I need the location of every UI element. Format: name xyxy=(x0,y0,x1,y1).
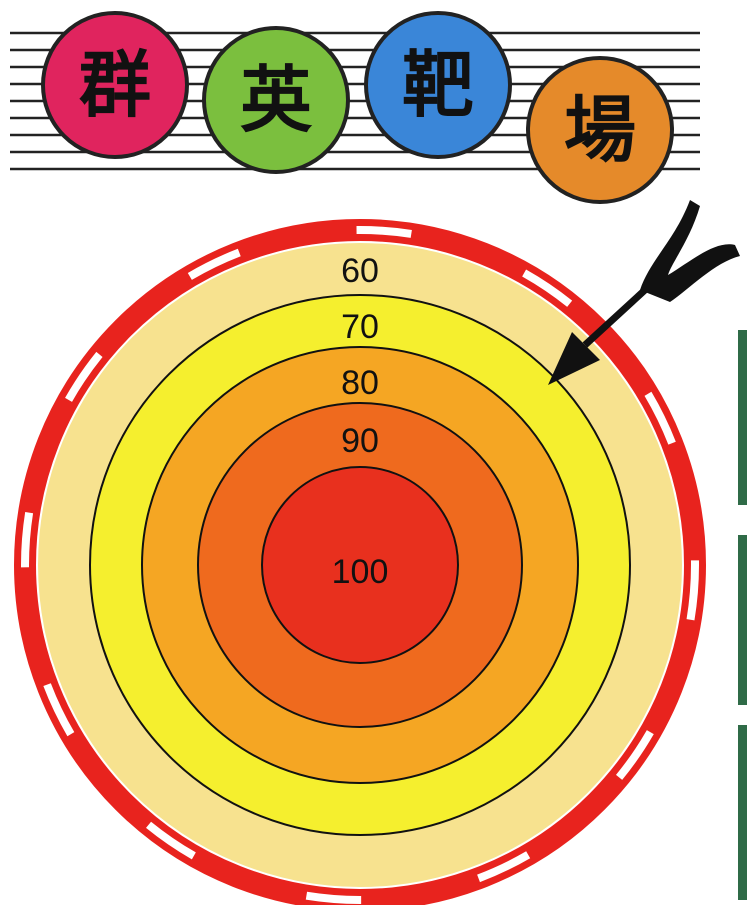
side-bar-1 xyxy=(738,330,747,505)
ring-label-70: 70 xyxy=(341,308,379,346)
title-badge-3: 靶 xyxy=(364,11,512,159)
title-badge-1: 群 xyxy=(41,11,189,159)
side-bar-2 xyxy=(738,535,747,705)
ring-label-60: 60 xyxy=(341,252,379,290)
target-board: 60 70 80 90 100 xyxy=(14,219,706,905)
title-badge-4: 場 xyxy=(526,56,674,204)
badge-circle xyxy=(526,56,674,204)
dart-icon xyxy=(548,200,740,385)
title-char-2: 英 xyxy=(240,58,313,142)
ring-label-100: 100 xyxy=(332,553,389,591)
title-badge-2: 英 xyxy=(202,26,350,174)
side-bar-3 xyxy=(738,725,747,900)
title-char-4: 場 xyxy=(564,88,636,172)
title-char-1: 群 xyxy=(79,43,151,127)
background-page xyxy=(738,330,747,900)
ring-100 xyxy=(261,466,459,664)
badge-circle xyxy=(202,26,350,174)
badge-circle xyxy=(364,11,512,159)
badge-circle xyxy=(41,11,189,159)
rim-white-marks xyxy=(21,226,699,904)
ring-label-80: 80 xyxy=(341,364,379,402)
title-char-3: 靶 xyxy=(402,43,474,127)
ring-label-90: 90 xyxy=(341,422,379,460)
